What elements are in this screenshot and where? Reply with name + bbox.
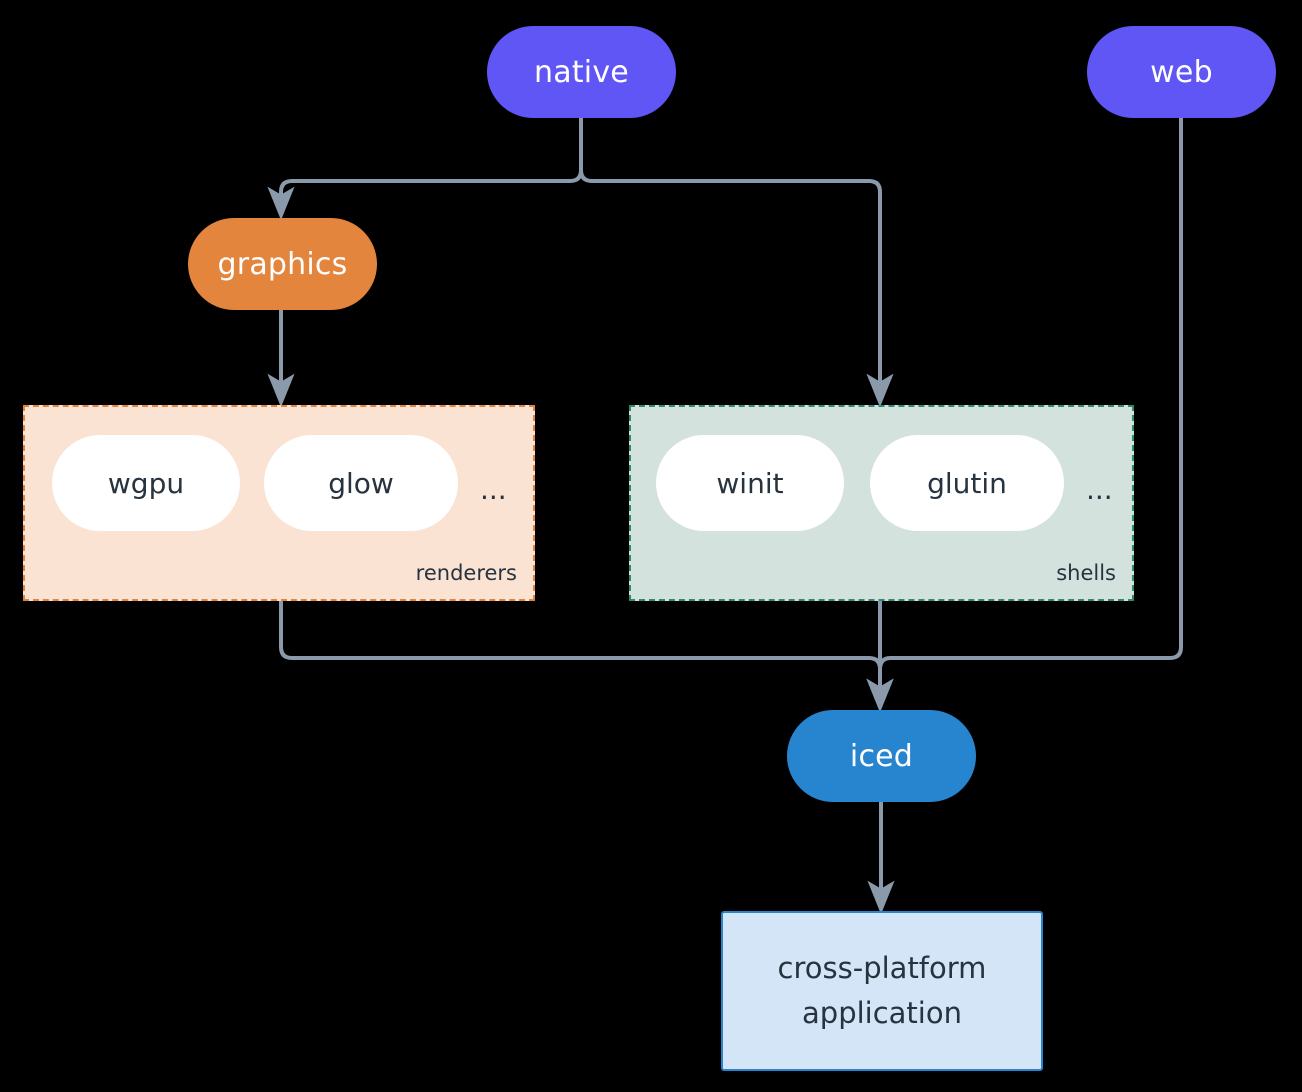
node-native[interactable]: native <box>487 26 676 118</box>
renderer-item-glow[interactable]: glow <box>264 435 458 531</box>
renderers-ellipsis: ... <box>480 473 507 506</box>
shell-item-glutin-label: glutin <box>927 466 1007 500</box>
application-label-line2: application <box>802 996 962 1030</box>
node-cross-platform-application[interactable]: cross-platform application <box>721 911 1043 1071</box>
group-renderers-label: renderers <box>415 561 517 585</box>
node-iced-label: iced <box>849 738 914 774</box>
node-native-label: native <box>534 54 629 90</box>
edge-native-to-graphics <box>267 116 583 221</box>
group-shells: winit glutin ... shells <box>629 405 1134 601</box>
edge-native-to-shells <box>579 116 894 408</box>
shell-item-winit[interactable]: winit <box>656 435 844 531</box>
node-web-label: web <box>1150 54 1213 90</box>
edge-renderers-to-iced <box>279 599 894 713</box>
node-graphics[interactable]: graphics <box>188 218 377 310</box>
shell-item-winit-label: winit <box>716 466 784 500</box>
application-label-line1: cross-platform <box>777 951 987 986</box>
renderer-item-glow-label: glow <box>328 466 394 500</box>
group-renderers: wgpu glow ... renderers <box>23 405 535 601</box>
shell-item-glutin[interactable]: glutin <box>870 435 1064 531</box>
group-shells-label: shells <box>1056 561 1116 585</box>
shells-ellipsis: ... <box>1086 473 1113 506</box>
node-iced[interactable]: iced <box>787 710 976 802</box>
node-web[interactable]: web <box>1087 26 1276 118</box>
renderer-item-wgpu-label: wgpu <box>107 466 185 500</box>
node-graphics-label: graphics <box>217 246 348 282</box>
renderer-item-wgpu[interactable]: wgpu <box>52 435 240 531</box>
